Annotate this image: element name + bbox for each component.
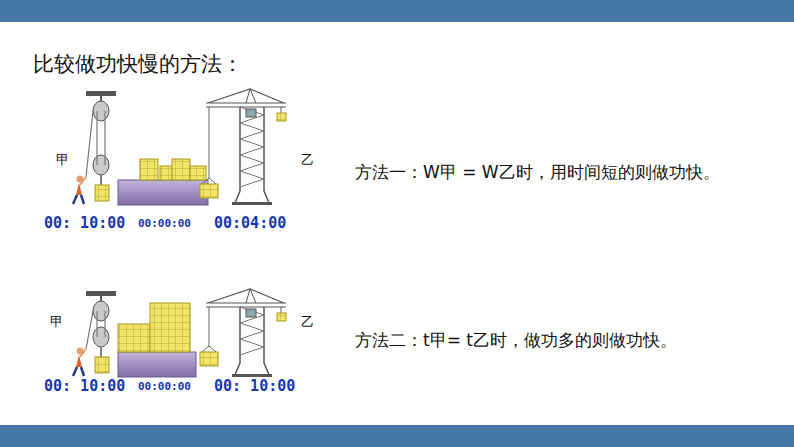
platform — [118, 180, 208, 205]
party-label: 乙 — [301, 313, 314, 331]
scene — [73, 89, 286, 205]
crane — [200, 89, 286, 205]
party-label: 甲 — [50, 313, 63, 331]
top-bar — [0, 0, 794, 22]
brick-stack — [172, 159, 190, 180]
fixed-pulley — [93, 301, 109, 321]
load — [95, 185, 109, 201]
timer-readout: 00: 10:00 — [44, 214, 125, 232]
fixed-pulley — [93, 101, 109, 121]
crane — [200, 289, 286, 377]
hook — [100, 347, 102, 357]
timer-readout: 00:00:00 — [138, 217, 191, 230]
brick-stack — [118, 324, 150, 352]
method-text: 方法一：W甲 = W乙时，用时间短的则做功快。 — [355, 161, 720, 184]
platform — [118, 352, 196, 377]
worker — [73, 348, 86, 377]
ceiling-beam — [86, 291, 116, 296]
timer-readout: 00:04:00 — [214, 214, 286, 232]
party-label: 乙 — [301, 151, 314, 169]
scene — [73, 289, 286, 377]
rope — [86, 311, 105, 349]
timer-readout: 00: 10:00 — [44, 377, 125, 395]
slide-title: 比较做功快慢的方法： — [33, 50, 243, 78]
timer-readout: 00:00:00 — [138, 380, 191, 393]
movable-pulley — [93, 155, 109, 175]
brick-stack — [190, 166, 206, 180]
party-label: 甲 — [56, 151, 69, 169]
movable-pulley — [93, 327, 109, 347]
timer-readout: 00: 10:00 — [214, 377, 295, 395]
load — [95, 357, 109, 373]
brick-stack — [140, 159, 158, 180]
rope — [86, 111, 105, 177]
worker — [73, 176, 86, 205]
hook — [100, 175, 102, 185]
method-text: 方法二：t甲= t乙时，做功多的则做功快。 — [355, 329, 677, 352]
brick-stack — [150, 303, 190, 352]
brick-stack — [160, 166, 172, 180]
ceiling-beam — [86, 91, 116, 96]
bottom-bar — [0, 425, 794, 447]
